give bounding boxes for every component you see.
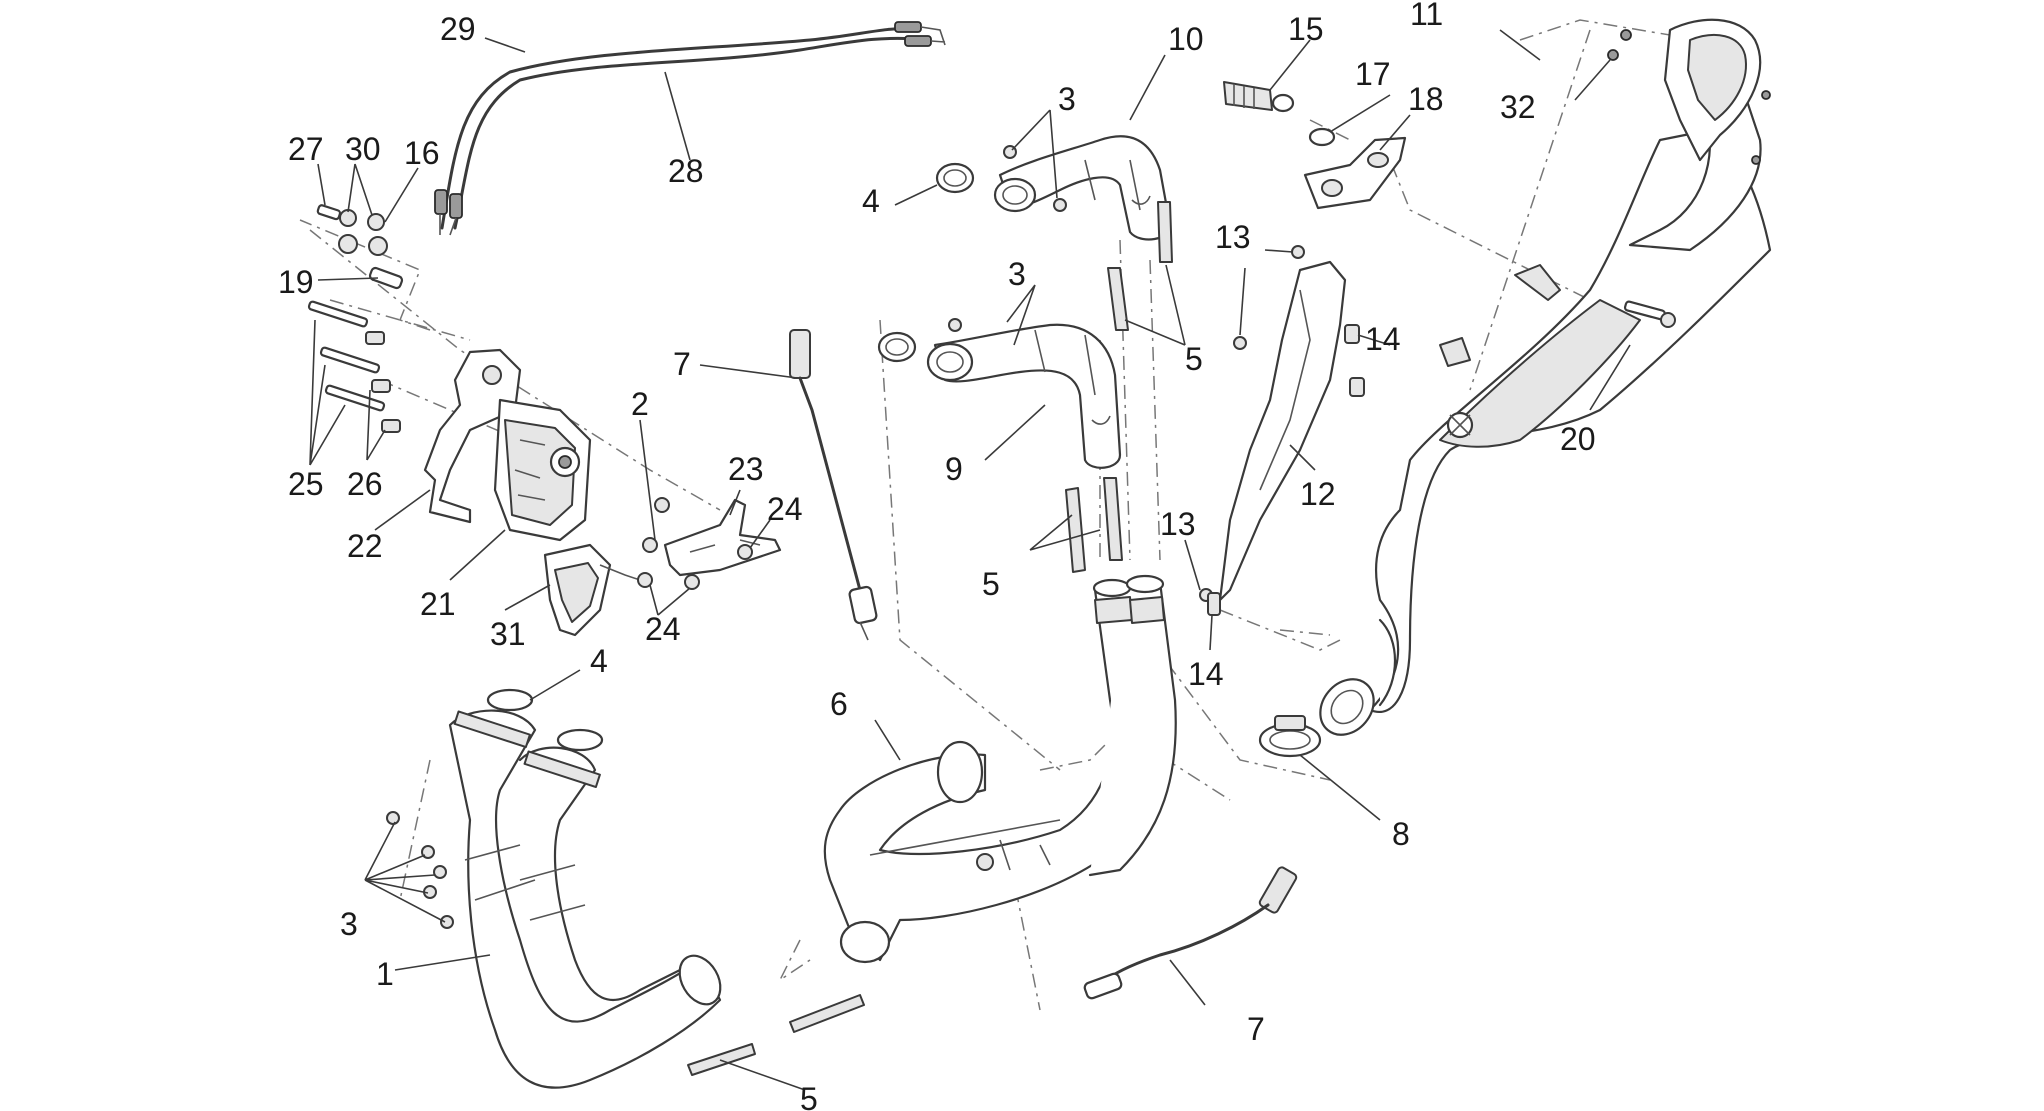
callout-3b: 3 <box>1058 81 1076 117</box>
callout-30: 30 <box>345 131 381 167</box>
springs <box>687 201 1173 1076</box>
muffler-assembly <box>1319 18 1772 736</box>
callout-22: 22 <box>347 528 383 564</box>
callout-23: 23 <box>728 451 764 487</box>
callout-4b: 4 <box>862 183 880 219</box>
callout-15: 15 <box>1288 11 1324 47</box>
callout-27: 27 <box>288 131 324 167</box>
callout-28: 28 <box>668 153 704 189</box>
callout-8: 8 <box>1392 816 1410 852</box>
callout-7a: 7 <box>673 346 691 382</box>
callout-3a: 3 <box>340 906 358 942</box>
callout-10: 10 <box>1168 21 1204 57</box>
callout-25: 25 <box>288 466 324 502</box>
callout-9: 9 <box>945 451 963 487</box>
actuator-bracket <box>637 497 782 590</box>
callout-14a: 14 <box>1365 321 1401 357</box>
front-header-pipe <box>926 323 1122 469</box>
callout-17: 17 <box>1355 56 1391 92</box>
throttle-cables <box>434 21 946 236</box>
callout-6: 6 <box>830 686 848 722</box>
leader-lines <box>309 29 1631 1091</box>
callout-7b: 7 <box>1247 1011 1265 1047</box>
exhaust-valve-actuator <box>423 348 641 637</box>
callout-4a: 4 <box>590 643 608 679</box>
callout-3c: 3 <box>1008 256 1026 292</box>
callout-21: 21 <box>420 586 456 622</box>
collector-pipe <box>823 574 1177 964</box>
callout-2: 2 <box>631 386 649 422</box>
header-assembly <box>386 688 722 1089</box>
callout-5a: 5 <box>800 1081 818 1111</box>
callout-19: 19 <box>278 264 314 300</box>
callout-16: 16 <box>404 135 440 171</box>
oxygen-sensor-upper <box>789 329 878 641</box>
gaskets-upper <box>877 145 1067 363</box>
callout-26: 26 <box>347 466 383 502</box>
callout-5c: 5 <box>982 566 1000 602</box>
exhaust-clamp <box>1258 715 1322 758</box>
callout-5b: 5 <box>1185 341 1203 377</box>
callout-18: 18 <box>1408 81 1444 117</box>
callout-13a: 13 <box>1215 219 1251 255</box>
rear-header-pipe <box>993 135 1172 241</box>
left-fasteners <box>307 204 404 433</box>
oxygen-sensor-lower <box>1083 866 1298 1000</box>
callout-29: 29 <box>440 11 476 47</box>
callout-labels: 29 28 27 30 16 19 25 26 22 21 31 2 23 24… <box>278 0 1596 1111</box>
callout-24b: 24 <box>645 611 681 647</box>
callout-24a: 24 <box>767 491 803 527</box>
callout-31: 31 <box>490 616 526 652</box>
callout-14b: 14 <box>1188 656 1224 692</box>
callout-11: 11 <box>1410 0 1443 32</box>
muffler-mount <box>1223 81 1407 210</box>
muffler-bracket <box>1199 245 1365 616</box>
callout-13b: 13 <box>1160 506 1196 542</box>
callout-12: 12 <box>1300 476 1336 512</box>
callout-20: 20 <box>1560 421 1596 457</box>
callout-1: 1 <box>376 956 394 992</box>
callout-32: 32 <box>1500 89 1536 125</box>
